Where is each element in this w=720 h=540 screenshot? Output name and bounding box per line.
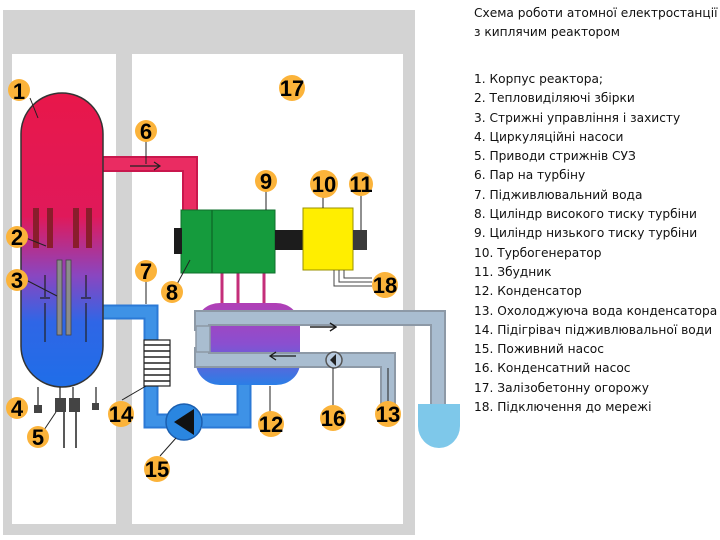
legend-item-1: 1. Корпус реактора;	[474, 72, 604, 86]
svg-text:5: 5	[32, 425, 44, 450]
reactor-vessel	[20, 92, 104, 388]
legend-item-15: 15. Поживний насос	[474, 342, 604, 357]
svg-text:3: 3	[11, 268, 23, 293]
callout-13: 13	[375, 368, 401, 427]
svg-text:15: 15	[145, 457, 169, 482]
turbine	[174, 209, 303, 274]
svg-text:9: 9	[260, 169, 272, 194]
svg-text:12: 12	[259, 412, 283, 437]
callout-5: 5	[27, 411, 57, 450]
legend-item-3: 3. Стрижні управління і захисту	[474, 110, 681, 125]
diagram-title: Схема роботи атомної електростанції з ки…	[474, 6, 718, 39]
svg-text:7: 7	[140, 259, 152, 284]
legend-item-14: 14. Підігрівач підживлювальної води	[474, 322, 713, 337]
legend-panel: Схема роботи атомної електростанції з ки…	[474, 4, 718, 417]
legend-item-5: 5. Приводи стрижнів СУЗ	[474, 149, 636, 164]
svg-text:18: 18	[373, 273, 397, 298]
svg-text:2: 2	[11, 225, 23, 250]
steam-pipe	[100, 156, 198, 212]
svg-text:1: 1	[13, 79, 25, 104]
legend-item-8: 8. Циліндр високого тиску турбіни	[474, 207, 697, 222]
legend-item-11: 11. Збудник	[474, 264, 552, 279]
legend-item-2: 2. Тепловиділяючі збірки	[474, 91, 635, 106]
legend-item-9: 9. Циліндр низького тиску турбіни	[474, 226, 698, 241]
feed-pump	[165, 403, 203, 441]
exhaust-pipes	[220, 272, 266, 304]
callout-4: 4	[6, 396, 28, 421]
legend-item-6: 6. Пар на турбіну	[474, 168, 586, 183]
callout-18: 18	[372, 272, 398, 298]
callout-16: 16	[320, 368, 346, 431]
callout-6: 6	[135, 119, 157, 164]
svg-text:4: 4	[11, 396, 24, 421]
svg-text:10: 10	[312, 172, 336, 197]
svg-text:11: 11	[349, 172, 372, 197]
callout-10: 10	[310, 170, 338, 208]
callout-1: 1	[8, 79, 39, 119]
svg-text:17: 17	[280, 76, 304, 101]
callout-15: 15	[144, 437, 177, 482]
callout-8: 8	[161, 259, 191, 305]
legend-item-18: 18. Підключення до мережі	[474, 400, 652, 415]
water-reservoir	[418, 404, 460, 448]
circulation-pumps-and-drives	[34, 387, 99, 448]
legend-item-13: 13. Охолоджуюча вода конденсатора	[474, 303, 718, 318]
callout-7: 7	[135, 259, 157, 304]
legend-item-16: 16. Конденсатний насос	[474, 361, 631, 376]
generator	[302, 207, 372, 287]
callout-2: 2	[6, 225, 47, 250]
svg-text:8: 8	[166, 280, 178, 305]
legend-item-17: 17. Залізобетонну огорожу	[474, 380, 649, 395]
feedwater-heater	[143, 339, 171, 387]
legend-item-12: 12. Конденсатор	[474, 284, 582, 299]
legend-item-10: 10. Турбогенератор	[474, 245, 602, 260]
svg-text:14: 14	[109, 402, 134, 427]
callout-12: 12	[258, 386, 284, 437]
callout-9: 9	[255, 169, 277, 210]
legend-list: 1. Корпус реактора; 2. Тепловиділяючі зб…	[474, 70, 718, 417]
callout-3: 3	[6, 268, 58, 297]
condenser-tubes	[194, 310, 338, 368]
npp-diagram: 1 2 3 4 5 6 7 8 9 10 11 12 13 14 15 16 1…	[3, 10, 460, 535]
legend-item-7: 7. Підживлювальний вода	[474, 187, 643, 202]
callout-11: 11	[349, 172, 373, 230]
condensate-pump	[325, 351, 343, 369]
svg-text:13: 13	[376, 402, 400, 427]
legend-item-4: 4. Циркуляційні насоси	[474, 129, 624, 144]
svg-text:16: 16	[321, 406, 345, 431]
callout-labels: 1 2 3 4 5 6 7 8 9 10 11 12 13 14 15 16 1…	[6, 75, 401, 482]
svg-text:6: 6	[140, 119, 152, 144]
callout-14: 14	[108, 385, 147, 427]
callout-17: 17	[279, 75, 305, 101]
